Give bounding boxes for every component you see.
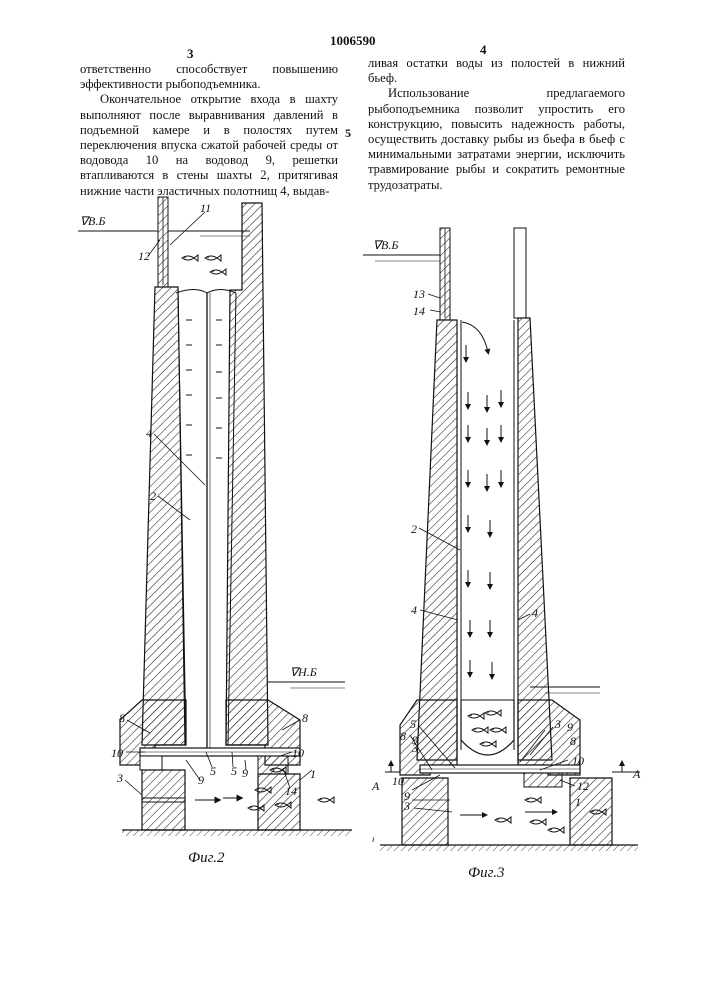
svg-text:ı: ı — [372, 834, 375, 844]
fig2-label-10-left: 10 — [111, 746, 123, 760]
right-paragraph-1: ливая остатки воды из полостей в нижний … — [368, 56, 625, 86]
fig3-lower-left-pier — [402, 778, 448, 845]
fig2-label-3: 3 — [116, 771, 123, 785]
fig2-left-wall — [142, 287, 185, 745]
fig2-label-8-right: 8 — [302, 711, 308, 725]
fig3-fish-chamber — [461, 700, 514, 755]
fig2-label-5-left: 5 — [210, 764, 216, 778]
fig3-label-3-top: 3 — [411, 741, 418, 755]
fig3-label-3-left: 3 — [403, 799, 410, 813]
fig2-base-right — [226, 700, 300, 765]
fig3-label-9-top: 9 — [412, 733, 418, 747]
patent-number: 1006590 — [330, 33, 376, 49]
fig2-lower-right-pier — [258, 774, 300, 830]
fig2-label-14: 14 — [285, 784, 297, 798]
fig3-label-14: 14 — [413, 304, 425, 318]
fig2-lower-water-label: ∇Н.Б — [290, 665, 317, 679]
fig3-label-2: 2 — [411, 522, 417, 536]
fig3-label-9-left: 9 — [404, 789, 410, 803]
fig3-label-12: 12 — [577, 779, 589, 793]
fig3-label-10-left: 10 — [392, 774, 404, 788]
fig2-shaft — [176, 290, 236, 749]
right-text-column: ливая остатки воды из полостей в нижний … — [368, 56, 625, 193]
fig3-right-wall — [518, 318, 552, 760]
line-number-marker: 5 — [345, 126, 351, 141]
fig3-base-right — [518, 700, 580, 775]
fig2-label-9-left: 9 — [198, 773, 204, 787]
fig2-ground — [122, 830, 352, 836]
fig3-ground — [380, 845, 638, 851]
fig2-base-left — [120, 700, 186, 765]
left-text-column: ответственно способствует повышению эффе… — [80, 62, 338, 199]
fig3-section-left: A — [371, 779, 380, 793]
fig3-caption: Фиг.3 — [468, 865, 504, 881]
fig2-label-4: 4 — [146, 426, 152, 440]
left-paragraph-2: Окончательное открытие входа в шахту вып… — [80, 92, 338, 198]
fig3-right-upper-wall — [514, 228, 526, 318]
fig2-label-1: 1 — [310, 767, 316, 781]
fig2-upper-water — [78, 231, 250, 236]
fig3-base-left — [400, 700, 457, 775]
fig2-lower-left-pier — [142, 770, 185, 830]
page-number-left: 3 — [187, 46, 194, 62]
fig2-label-2: 2 — [150, 489, 156, 503]
fig3-label-13: 13 — [413, 287, 425, 301]
fig2-label-9-right: 9 — [242, 766, 248, 780]
fig3-label-1: 1 — [575, 795, 581, 809]
fig3-upper-water-label: ∇В.Б — [373, 238, 398, 252]
fig2-gate — [158, 197, 168, 287]
fig3-label-4-right: 4 — [532, 606, 538, 620]
fig2-right-wall — [226, 203, 268, 745]
fig3-gate — [440, 228, 450, 320]
fig2-grid-bar — [140, 748, 300, 756]
left-paragraph-1: ответственно способствует повышению эффе… — [80, 62, 338, 92]
fig3-grid-bar — [420, 765, 580, 773]
fig3-label-4-left: 4 — [411, 603, 417, 617]
fig3-label-8-left: 8 — [400, 729, 406, 743]
fig2-label-10-right: 10 — [292, 746, 304, 760]
fig3-label-10-right: 10 — [572, 754, 584, 768]
fig3-label-5: 5 — [410, 717, 416, 731]
fig3-section-right: A — [632, 767, 641, 781]
fig3-label-3-right: 3 — [554, 717, 561, 731]
fig2-label-8-left: 8 — [119, 711, 125, 725]
fig2-lower-water — [268, 682, 345, 688]
fig2-label-5-right: 5 — [231, 764, 237, 778]
fig3-label-9-right: 9 — [567, 720, 573, 734]
fig3-label-8-right: 8 — [570, 734, 576, 748]
fig2-label-11: 11 — [200, 201, 211, 215]
fig2-water-dashes — [186, 320, 222, 458]
fig3-left-wall — [417, 320, 457, 760]
fig2-label-12: 12 — [138, 249, 150, 263]
fig2-upper-water-label: ∇В.Б — [80, 214, 105, 228]
fig3-lower-right-pier — [570, 778, 612, 845]
right-paragraph-2: Использование предлагаемого рыбоподъемни… — [368, 86, 625, 192]
fig3-flow-arrows — [462, 322, 501, 677]
fig2-caption: Фиг.2 — [188, 850, 225, 866]
